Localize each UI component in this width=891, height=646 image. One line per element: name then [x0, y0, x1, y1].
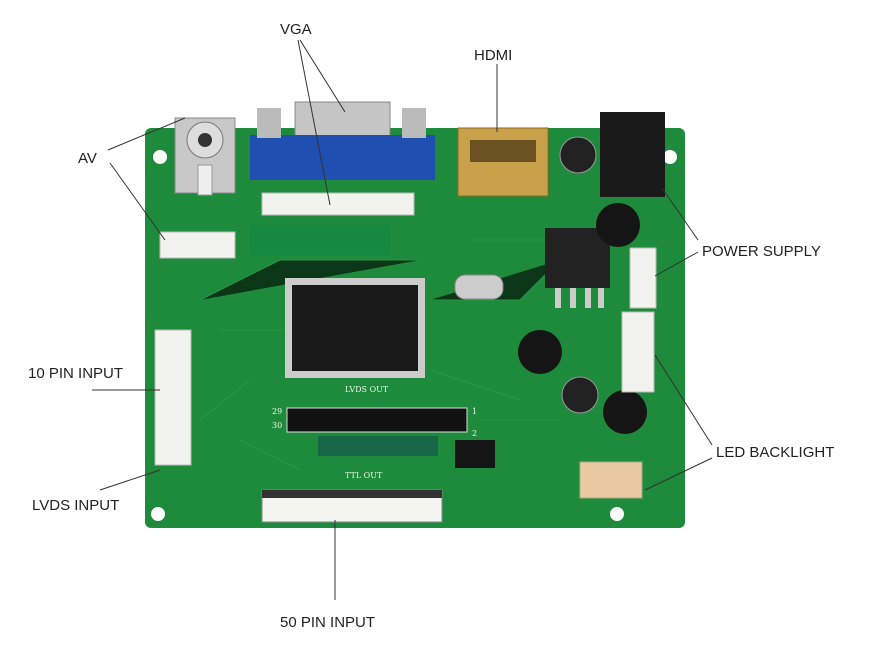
- led-backlight-jst-connector: [579, 461, 643, 499]
- power-supply-header: [629, 247, 657, 309]
- silk-pin1: 1: [472, 407, 477, 416]
- vga-connector: [250, 101, 435, 180]
- mounting-holes: [151, 150, 677, 521]
- lvds-pin-header: [286, 407, 468, 433]
- label-10-pin-input: 10 PIN INPUT: [28, 365, 123, 382]
- capacitor: [559, 136, 597, 174]
- crystal: [454, 274, 504, 300]
- label-led-backlight: LED BACKLIGHT: [716, 444, 834, 461]
- resistor-array: [250, 225, 390, 255]
- voltage-regulator: [545, 228, 610, 288]
- capacitor: [561, 376, 599, 414]
- power-jack: [600, 112, 665, 197]
- resistor-array: [318, 436, 438, 456]
- silk-lvds-out: LVDS OUT: [345, 385, 389, 394]
- silk-pin30: 30: [272, 421, 282, 430]
- label-vga: VGA: [280, 21, 312, 38]
- ten-pin-header: [154, 329, 192, 466]
- label-av: AV: [78, 150, 97, 167]
- hdmi-connector: [457, 127, 549, 197]
- inductors: [518, 203, 647, 434]
- silk-ttl-out: TTL OUT: [345, 471, 383, 480]
- ic-chip: [455, 440, 495, 468]
- label-50-pin-input: 50 PIN INPUT: [280, 614, 375, 631]
- silk-pin2: 2: [472, 429, 477, 438]
- av-header-connector: [159, 231, 236, 259]
- av-rca-connector: [174, 117, 236, 196]
- vga-header-connector: [261, 192, 415, 216]
- silk-pin29: 29: [272, 407, 282, 416]
- label-power-supply: POWER SUPPLY: [702, 243, 821, 260]
- label-hdmi: HDMI: [474, 47, 512, 64]
- leader-lines: [92, 39, 713, 600]
- main-chip: [285, 278, 425, 378]
- led-backlight-header: [621, 311, 655, 393]
- label-lvds-input: LVDS INPUT: [32, 497, 119, 514]
